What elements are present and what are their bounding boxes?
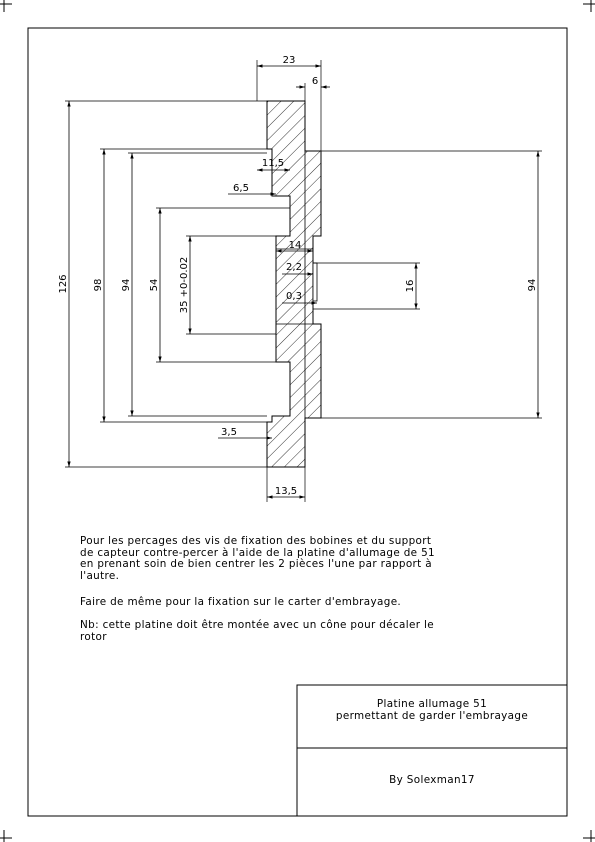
- note-line: Faire de même pour la fixation sur le ca…: [80, 596, 402, 608]
- dim-23: 23: [283, 55, 296, 66]
- dim-54: 54: [149, 279, 160, 292]
- dim-94-right: 94: [527, 279, 538, 292]
- dim-0-3: 0,3: [286, 291, 302, 302]
- note-paragraph-3: Nb: cette platine doit être montée avec …: [80, 619, 520, 643]
- part-inner-edges: [276, 151, 313, 418]
- dim-14: 14: [289, 240, 302, 251]
- dim-11-5: 11,5: [262, 158, 284, 169]
- dim-2-2: 2,2: [286, 262, 302, 273]
- note-line: l'autre.: [80, 569, 120, 582]
- note-line: Pour les percages des vis de fixation de…: [80, 535, 432, 547]
- extension-lines: [65, 60, 542, 502]
- note-line: rotor: [80, 630, 107, 643]
- dim-6-5: 6,5: [233, 183, 249, 194]
- center-recess: [312, 262, 318, 302]
- note-line: de capteur contre-percer à l'aide de la …: [80, 546, 435, 559]
- note-paragraph-2: Faire de même pour la fixation sur le ca…: [80, 596, 520, 609]
- dim-94-left: 94: [121, 279, 132, 292]
- note-line: en prenant soin de bien centrer les 2 pi…: [80, 558, 432, 571]
- dimension-lines: [67, 64, 540, 499]
- note-paragraph-1: Pour les percages des vis de fixation de…: [80, 535, 520, 582]
- title-block-title: Platine allumage 51 permettant de garder…: [297, 698, 567, 722]
- dim-126: 126: [58, 274, 69, 293]
- title-block-author: By Solexman17: [389, 774, 475, 786]
- dim-16: 16: [405, 280, 416, 293]
- title-line-2: permettant de garder l'embrayage: [335, 710, 529, 722]
- dim-3-5: 3,5: [221, 427, 237, 438]
- note-line: Nb: cette platine doit être montée avec …: [80, 619, 434, 631]
- title-line-1: Platine allumage 51: [376, 698, 488, 710]
- dim-98: 98: [93, 279, 104, 292]
- dim-13-5: 13,5: [275, 486, 297, 497]
- dim-6: 6: [312, 76, 318, 87]
- dim-35-tolerance: 35 +0-0.02: [179, 257, 190, 314]
- title-block-frame: [296, 684, 568, 817]
